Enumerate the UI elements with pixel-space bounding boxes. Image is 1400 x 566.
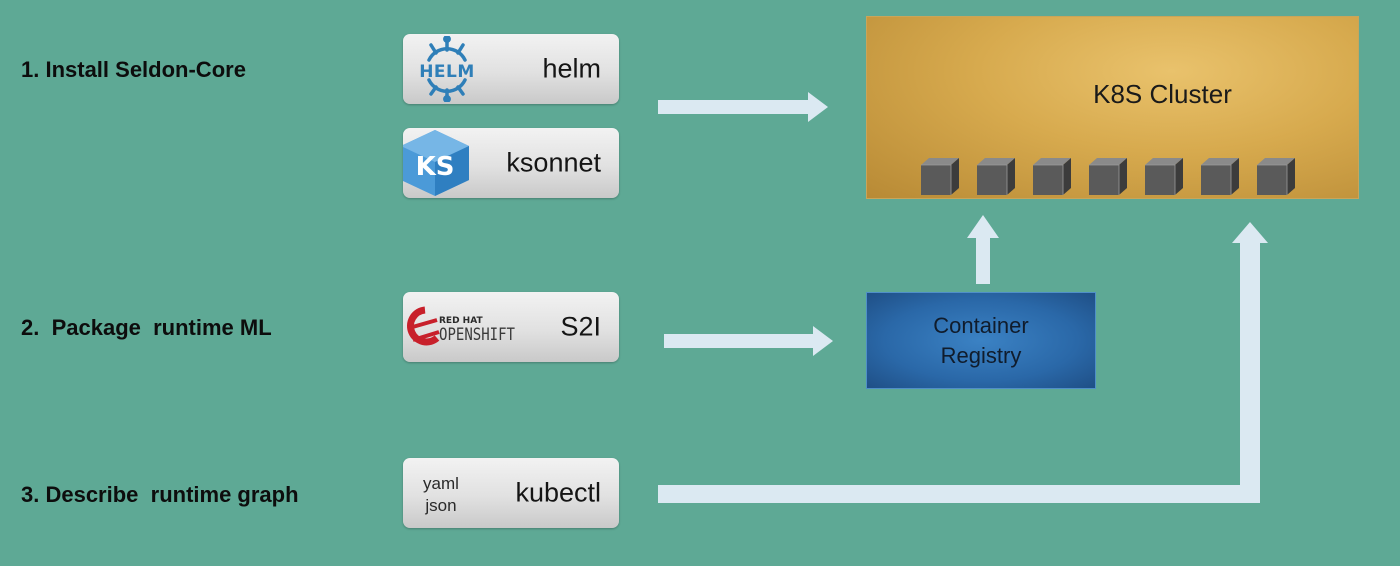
helm-name: helm bbox=[542, 53, 601, 84]
registry-line1: Container bbox=[933, 312, 1029, 338]
arrow-s2i-to-registry bbox=[664, 326, 833, 356]
container-registry-box: Container Registry bbox=[866, 292, 1096, 389]
openshift-logo-line2: OPENSHIFT bbox=[439, 325, 515, 345]
kubectl-name: kubectl bbox=[515, 477, 601, 508]
step-2-label: 2. Package runtime ML bbox=[21, 315, 272, 340]
format-yaml: yaml bbox=[423, 474, 459, 493]
format-json: json bbox=[425, 496, 457, 515]
arrow-helm-to-cluster bbox=[658, 92, 828, 122]
openshift-logo-icon: RED HAT OPENSHIFT bbox=[407, 306, 515, 346]
cluster-node-cube-icon bbox=[1033, 158, 1071, 195]
ksonnet-logo-text: KS bbox=[416, 152, 455, 182]
cluster-node-cube-icon bbox=[1257, 158, 1295, 195]
cluster-node-cube-icon bbox=[1201, 158, 1239, 195]
k8s-cluster-box: K8S Cluster bbox=[866, 16, 1359, 199]
s2i-name: S2I bbox=[560, 311, 601, 342]
cluster-node-cube-icon bbox=[1145, 158, 1183, 195]
step-1-label: 1. Install Seldon-Core bbox=[21, 57, 246, 82]
helm-tool-box: HELM helm bbox=[403, 34, 619, 104]
arrow-registry-to-cluster bbox=[967, 215, 999, 284]
openshift-logo-line1: RED HAT bbox=[439, 316, 483, 326]
registry-line2: Registry bbox=[940, 342, 1022, 368]
ksonnet-name: ksonnet bbox=[506, 147, 601, 178]
kubectl-formats: yaml json bbox=[423, 473, 459, 517]
cluster-node-cube-icon bbox=[1089, 158, 1127, 195]
ksonnet-tool-box: KS ksonnet bbox=[403, 128, 619, 198]
kubectl-tool-box: yaml json kubectl bbox=[403, 458, 619, 528]
cluster-title: K8S Cluster bbox=[1093, 79, 1232, 109]
helm-wheel-icon: HELM bbox=[419, 36, 475, 102]
cluster-node-cube-icon bbox=[977, 158, 1015, 195]
s2i-tool-box: RED HAT OPENSHIFT S2I bbox=[403, 292, 619, 362]
cluster-node-cube-icon bbox=[921, 158, 959, 195]
step-3-label: 3. Describe runtime graph bbox=[21, 482, 299, 507]
helm-logo-text: HELM bbox=[419, 62, 475, 82]
ksonnet-logo-icon: KS bbox=[403, 130, 469, 196]
